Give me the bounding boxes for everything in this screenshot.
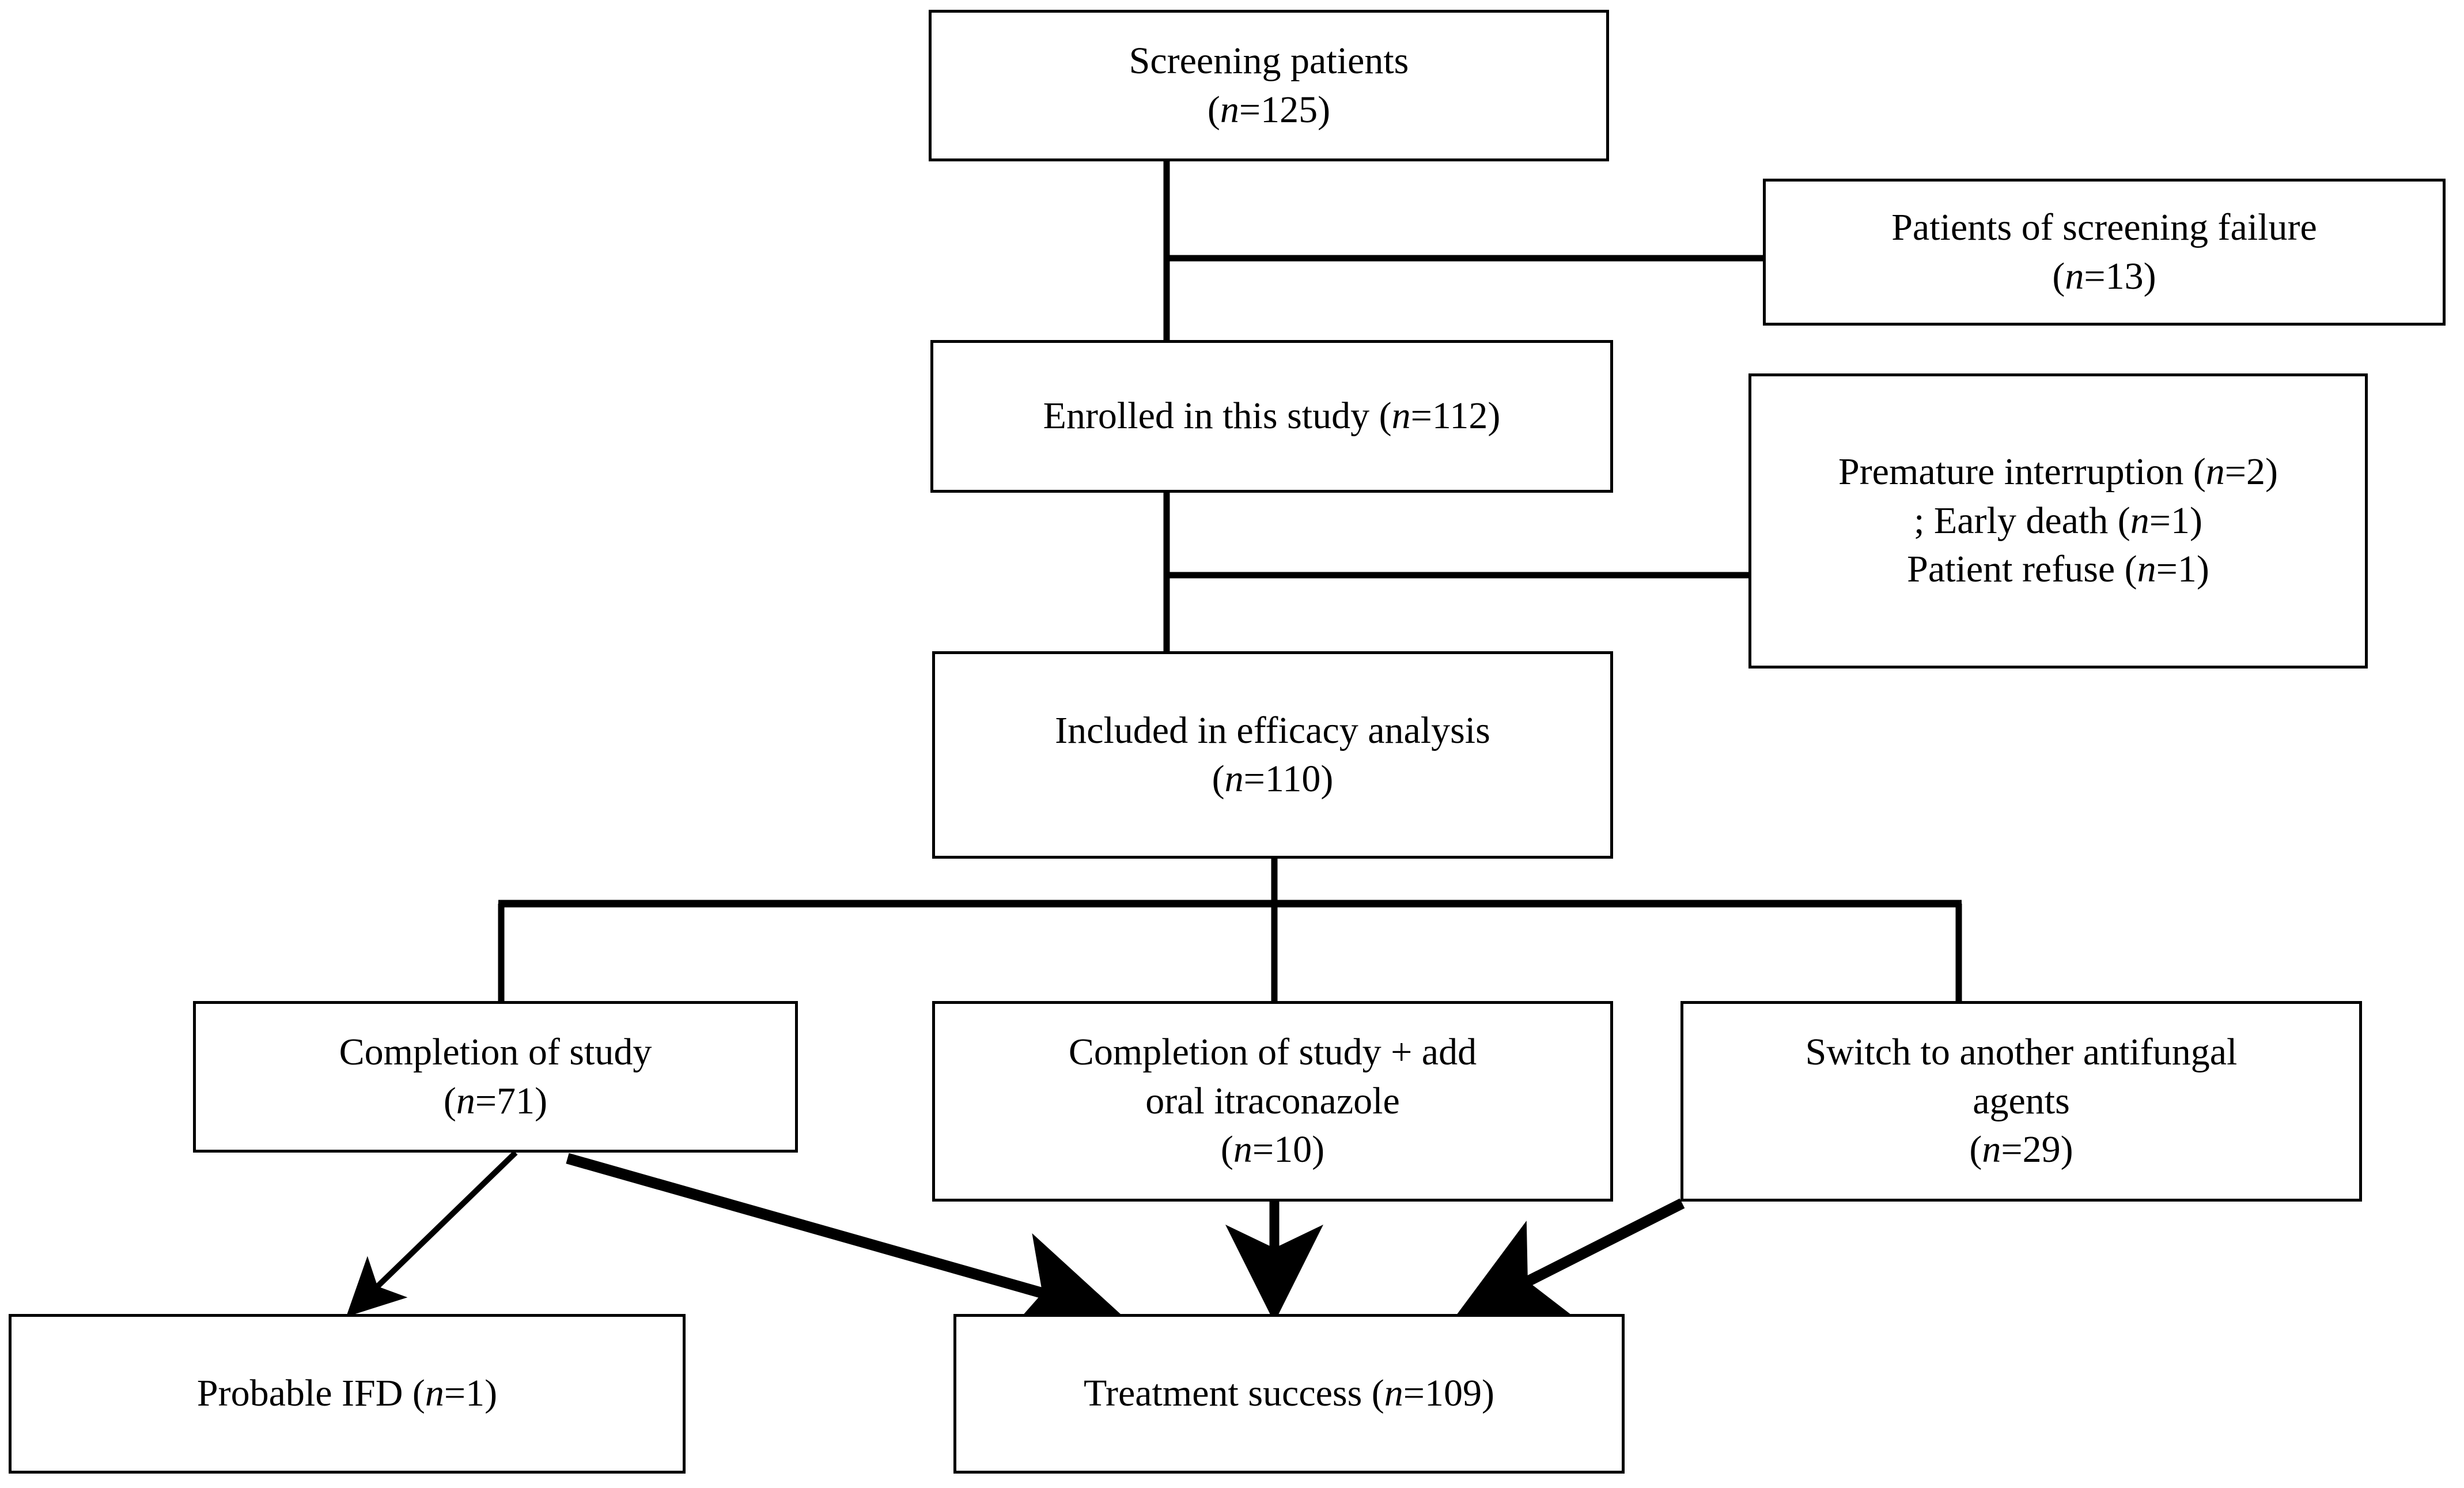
- screening-failure-box[interactable]: Patients of screening failure (n=13): [1763, 179, 2446, 326]
- node-count: (n=71): [443, 1079, 548, 1122]
- edge-completion-to-probable-ifd: [346, 1150, 518, 1317]
- node-line: oral itraconazole: [1145, 1079, 1400, 1122]
- efficacy-analysis-box[interactable]: Included in efficacy analysis (n=110): [932, 651, 1613, 859]
- node-count: (n=110): [1212, 758, 1334, 800]
- node-line: Probable IFD (n=1): [196, 1372, 498, 1415]
- node-line: Completion of study: [339, 1031, 652, 1074]
- node-line: Included in efficacy analysis: [1055, 709, 1490, 751]
- probable-ifd-box[interactable]: Probable IFD (n=1): [9, 1314, 686, 1474]
- edge-completion-to-treatment-success: [566, 1153, 1123, 1339]
- enrolled-in-study-box[interactable]: Enrolled in this study (n=112): [930, 340, 1613, 493]
- node-line: Enrolled in this study (n=112): [1043, 395, 1501, 437]
- screening-patients-box[interactable]: Screening patients (n=125): [929, 10, 1609, 161]
- switch-antifungal-box[interactable]: Switch to another antifungal agents (n=2…: [1680, 1001, 2362, 1202]
- premature-interruption-box[interactable]: Premature interruption (n=2) ; Early dea…: [1748, 373, 2368, 669]
- completion-of-study-box[interactable]: Completion of study (n=71): [193, 1001, 798, 1153]
- node-count: (n=13): [2052, 255, 2156, 297]
- node-line: Premature interruption (n=2): [1838, 451, 2278, 493]
- node-count: (n=29): [1969, 1128, 2073, 1171]
- node-line: Completion of study + add: [1068, 1031, 1477, 1074]
- completion-plus-itraconazole-box[interactable]: Completion of study + add oral itraconaz…: [932, 1001, 1613, 1202]
- node-line: Treatment success (n=109): [1084, 1372, 1494, 1415]
- node-line: agents: [1973, 1079, 2070, 1122]
- treatment-success-box[interactable]: Treatment success (n=109): [953, 1314, 1625, 1474]
- node-line: Patient refuse (n=1): [1907, 548, 2209, 591]
- node-count: (n=125): [1207, 88, 1331, 131]
- node-line: Patients of screening failure: [1891, 206, 2317, 249]
- node-line: ; Early death (n=1): [1914, 499, 2202, 542]
- node-line: Switch to another antifungal: [1805, 1031, 2238, 1074]
- edge-switch-to-treatment-success: [1454, 1198, 1685, 1319]
- node-count: (n=10): [1220, 1128, 1325, 1171]
- node-line: Screening patients: [1129, 40, 1409, 82]
